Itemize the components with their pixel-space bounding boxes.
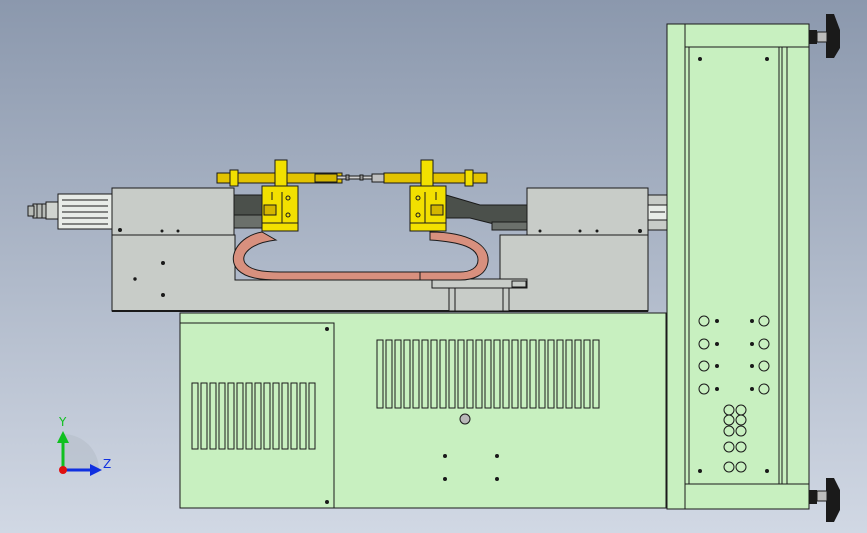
axis-triad-quadrant [63,434,99,470]
z-axis-arrow [90,464,102,476]
clamp-left [261,159,299,232]
machine-body [111,187,668,312]
y-axis-arrow [57,431,69,443]
y-axis-label: Y [58,415,67,429]
cabinet-holes [698,315,770,473]
vent-slots-left [191,382,316,450]
clamp-right [409,159,447,232]
axis-origin [59,466,67,474]
leveling-foot-top [809,14,840,58]
vent-slots-right [376,339,600,409]
axis-triad: Y Z [57,415,111,476]
right-cabinet [666,23,810,510]
leveling-foot-bottom [809,478,840,522]
motor [27,193,113,230]
dark-arms [233,194,528,231]
copper-cables [232,231,489,281]
z-axis-label: Z [103,457,111,471]
